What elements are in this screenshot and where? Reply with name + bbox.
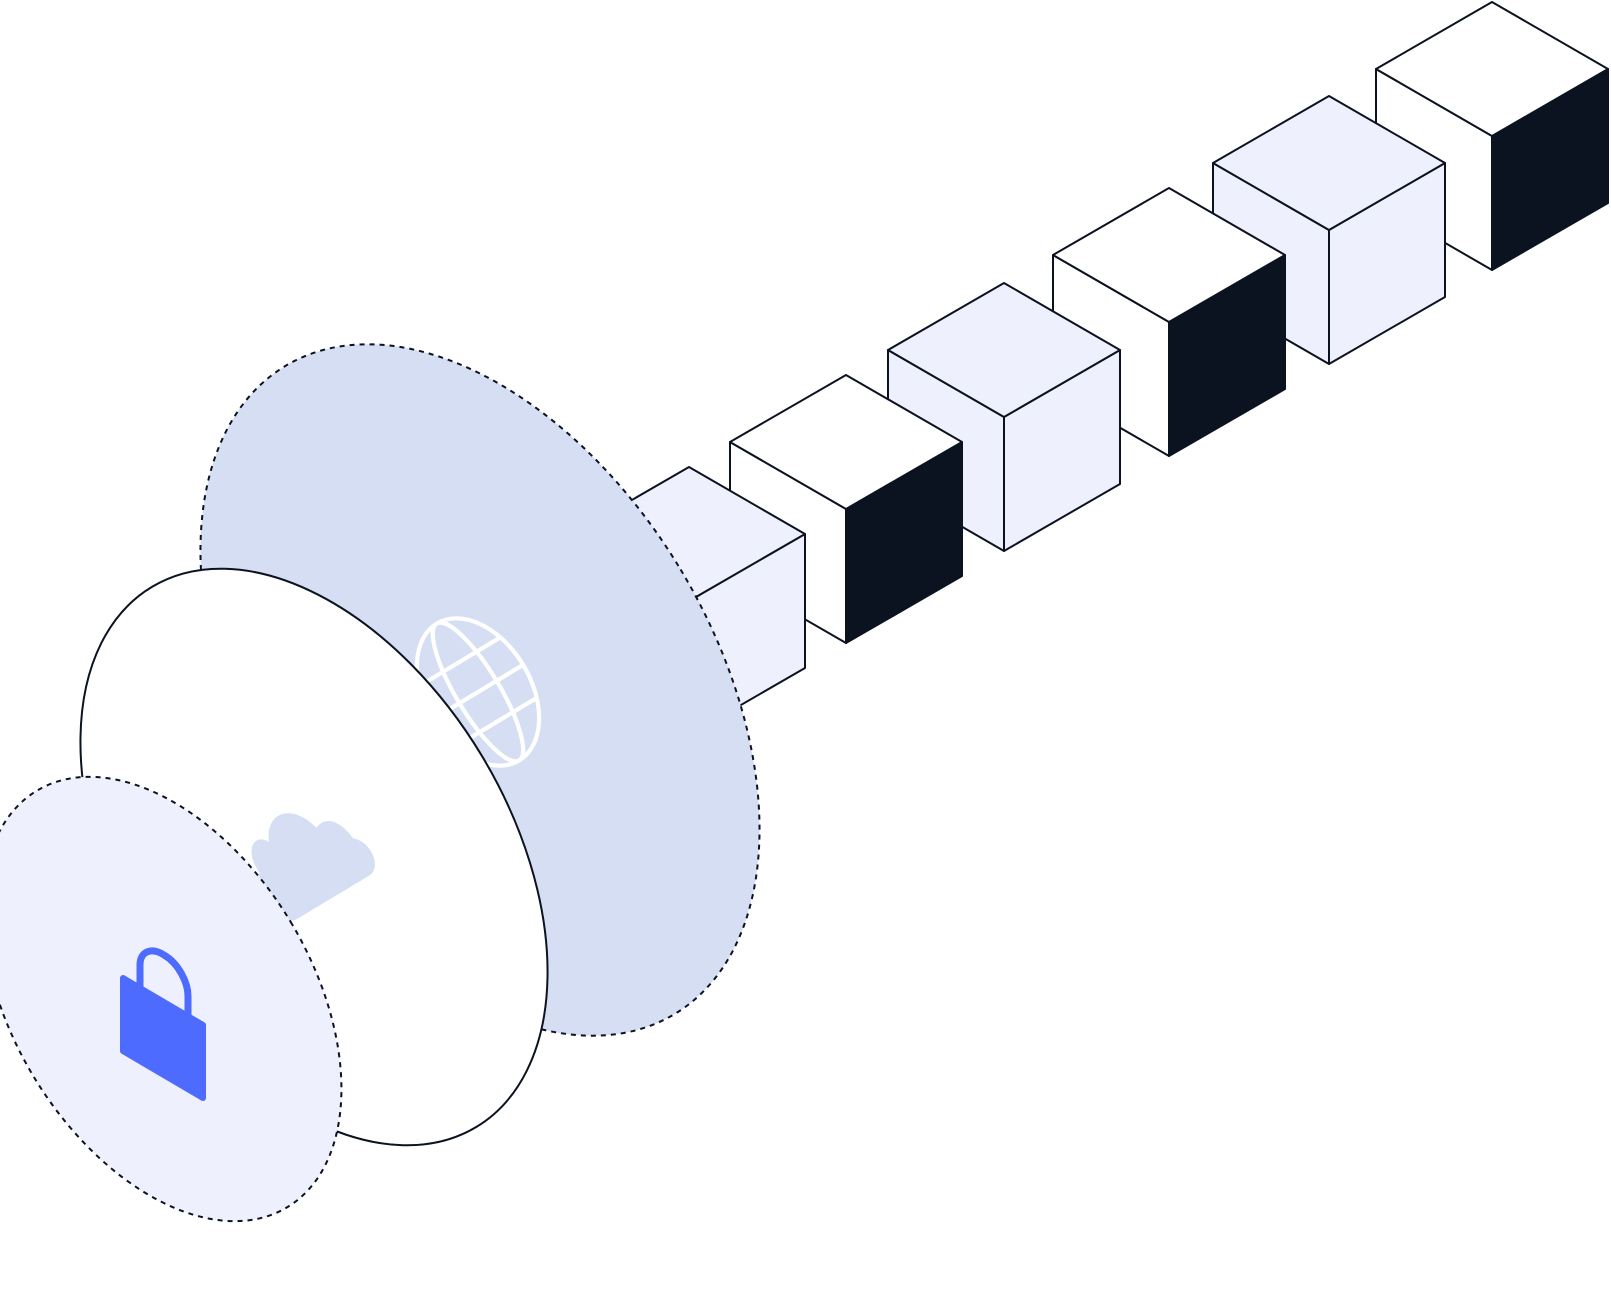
lock-shackle bbox=[136, 947, 192, 1020]
block-top-face bbox=[1375, 1, 1609, 137]
data-block-chain bbox=[572, 1, 1609, 736]
block-top-face bbox=[729, 374, 963, 510]
lock-body bbox=[120, 975, 206, 1101]
block-top-face bbox=[887, 282, 1121, 418]
block-top-face bbox=[1212, 95, 1446, 231]
block-top-face bbox=[1052, 187, 1286, 323]
security-layer-stack bbox=[0, 343, 761, 1223]
data-block-5 bbox=[1212, 95, 1446, 365]
lock-layer-disc bbox=[0, 775, 343, 1223]
cloud-icon bbox=[251, 813, 375, 921]
lock-icon bbox=[120, 947, 206, 1101]
